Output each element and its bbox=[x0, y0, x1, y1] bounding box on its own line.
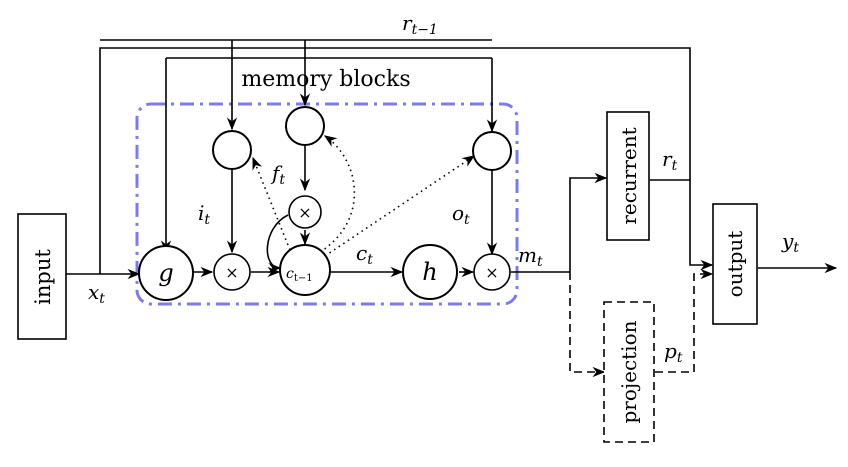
cell-state-label: ct−1 bbox=[286, 266, 313, 284]
memory-block-border bbox=[135, 102, 519, 306]
rtm1-label: rt−1 bbox=[402, 11, 438, 38]
cell-state-node bbox=[279, 244, 331, 296]
input-box bbox=[17, 213, 67, 340]
ot-label: ot bbox=[452, 201, 470, 228]
output-gate-node bbox=[472, 131, 512, 171]
output-gate-multiply-node bbox=[473, 253, 511, 291]
pt-label: pt bbox=[664, 339, 683, 366]
forget-gate-multiply-symbol: × bbox=[298, 203, 311, 222]
input-gate-node bbox=[212, 130, 252, 170]
yt-label: yt bbox=[781, 229, 799, 256]
recurrent-feedback-wires bbox=[99, 39, 691, 274]
input-gate-multiply-node bbox=[213, 253, 251, 291]
recurrent-box bbox=[606, 111, 650, 241]
forget-gate-multiply-node bbox=[288, 195, 322, 229]
g-label: g bbox=[158, 259, 173, 287]
rt-label: rt bbox=[662, 147, 678, 174]
input-box-label: input bbox=[31, 249, 55, 305]
mt-wires bbox=[511, 172, 838, 378]
g-node bbox=[138, 245, 194, 301]
xt-label: xt bbox=[88, 280, 105, 307]
forget-gate-node bbox=[285, 106, 325, 146]
projection-box-label: projection bbox=[617, 320, 641, 423]
projection-box bbox=[603, 301, 655, 443]
h-node bbox=[402, 244, 458, 300]
recurrent-box-label: recurrent bbox=[617, 127, 641, 224]
h-label: h bbox=[422, 258, 437, 286]
ct-label: ct bbox=[356, 241, 373, 268]
mt-label: mt bbox=[518, 243, 543, 270]
main-flow-wires bbox=[194, 145, 498, 278]
ft-label: ft bbox=[270, 161, 285, 188]
memory-blocks-label: memory blocks bbox=[241, 67, 410, 92]
output-box bbox=[712, 203, 758, 325]
it-label: it bbox=[198, 201, 210, 228]
peephole-connections bbox=[252, 135, 476, 257]
output-gate-multiply-symbol: × bbox=[485, 263, 498, 282]
output-box-label: output bbox=[723, 231, 747, 298]
input-gate-multiply-symbol: × bbox=[225, 263, 238, 282]
